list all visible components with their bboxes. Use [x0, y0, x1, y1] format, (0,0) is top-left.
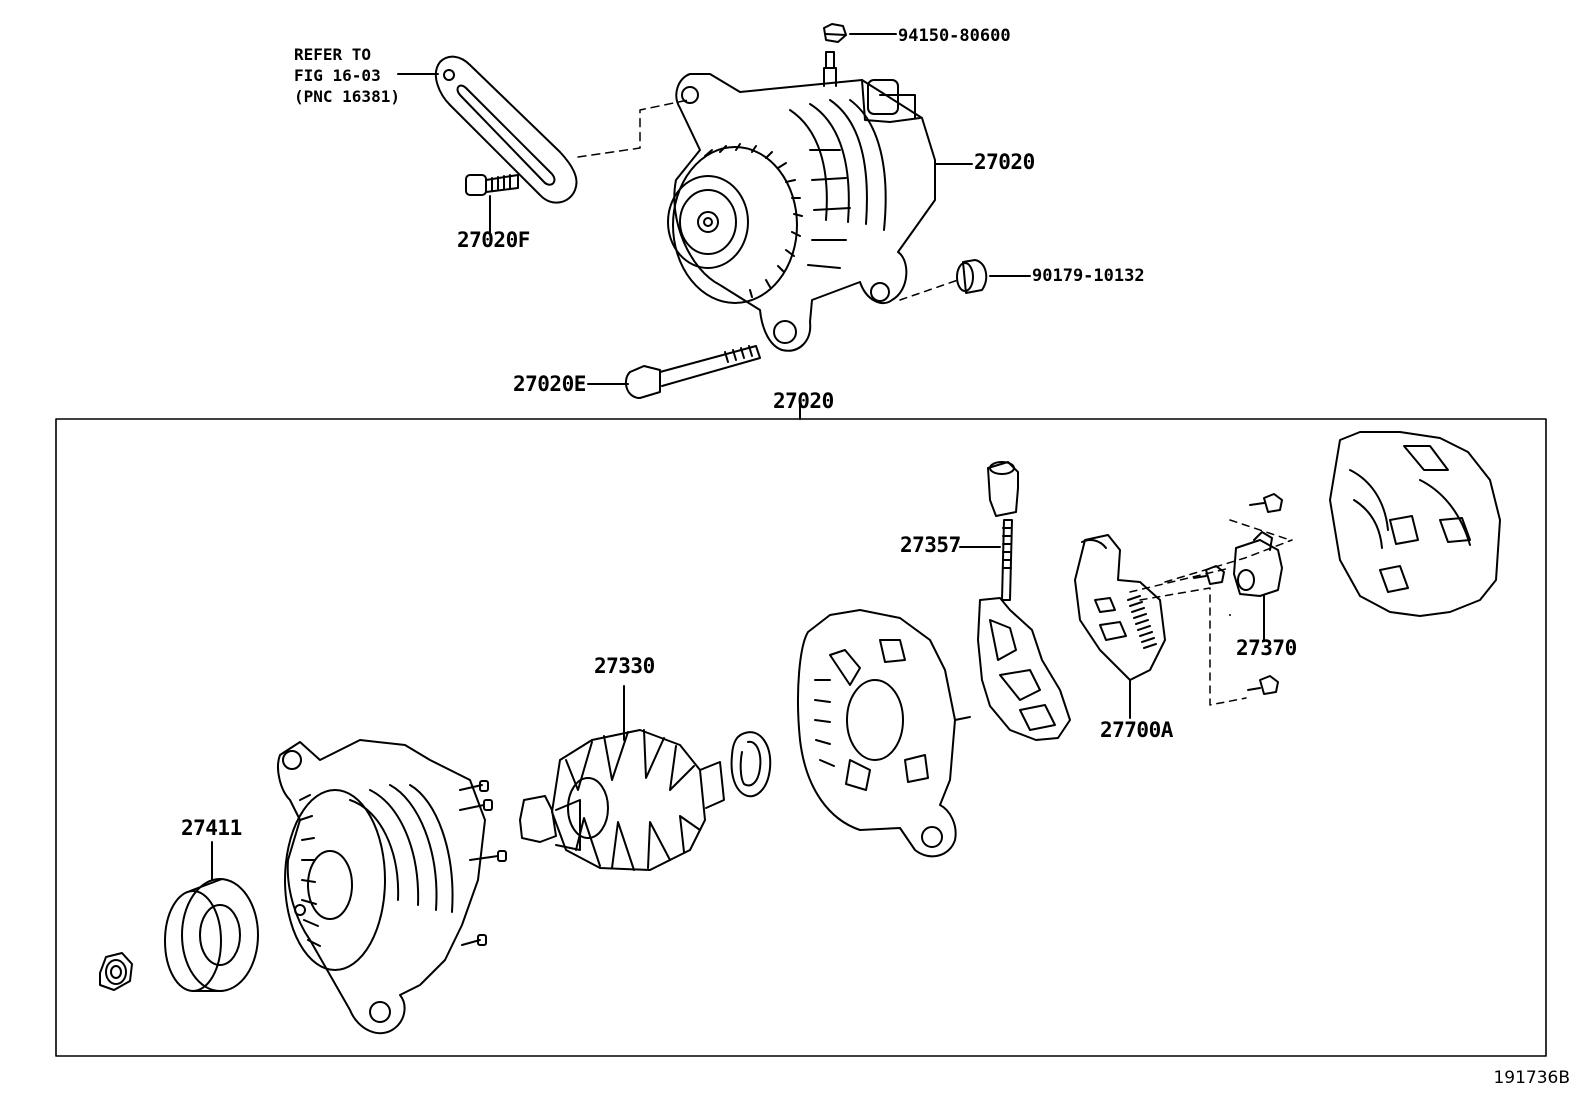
figure-code: 191736B [1493, 1068, 1570, 1088]
callout-27020-top: 27020 [974, 150, 1035, 174]
callout-27370: 27370 [1236, 636, 1297, 660]
brush-holder-27357 [959, 461, 1071, 741]
callout-27411: 27411 [181, 816, 242, 840]
bolt-27020f [465, 174, 519, 196]
nut-94150-80600 [823, 23, 897, 43]
regulator-link-lines [1129, 519, 1293, 706]
exploded-view-frame [55, 418, 1547, 1057]
terminal-insulator-27370 [1233, 531, 1283, 641]
callout-94150-80600: 94150-80600 [898, 26, 1011, 46]
callout-27020e: 27020E [513, 372, 586, 396]
reference-note: REFER TO FIG 16-03 (PNC 16381) [294, 44, 400, 107]
bracket-link-line [577, 99, 689, 158]
pulley-27411 [164, 841, 259, 992]
reference-line-1: REFER TO [294, 45, 372, 64]
rectifier-end-frame [796, 609, 971, 858]
adjusting-bracket [434, 55, 578, 204]
rotor-27330 [519, 685, 725, 871]
bolt-27020e [587, 345, 761, 399]
callout-27020f: 27020F [457, 228, 530, 252]
regulator-27700a [1074, 534, 1166, 719]
bushing-90179-10132 [956, 259, 1031, 294]
callout-27020-box: 27020 [773, 389, 834, 413]
drive-end-frame [277, 739, 507, 1035]
callout-27700a: 27700A [1100, 718, 1173, 742]
reference-line-3: (PNC 16381) [294, 87, 400, 106]
callout-27357: 27357 [900, 533, 961, 557]
bushing-link-line [899, 279, 959, 301]
alternator-assembly-top [667, 51, 936, 352]
reference-line-2: FIG 16-03 [294, 66, 381, 85]
callout-90179-10132: 90179-10132 [1032, 266, 1145, 286]
snap-ring [730, 731, 772, 798]
rear-end-cover [1329, 431, 1501, 617]
hex-nut [99, 952, 133, 991]
screws [1193, 493, 1283, 695]
callout-27330: 27330 [594, 654, 655, 678]
